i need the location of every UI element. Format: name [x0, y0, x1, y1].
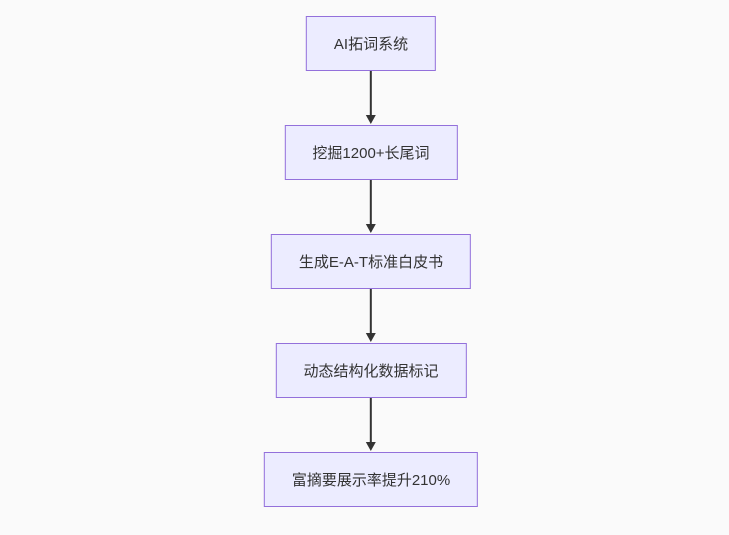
arrow-line [370, 398, 372, 443]
flow-node-label: 动态结构化数据标记 [303, 363, 439, 380]
flow-node-label: 生成E-A-T标准白皮书 [298, 254, 444, 271]
arrow-line [370, 289, 372, 334]
arrow-head-icon [366, 115, 376, 124]
arrow-head-icon [366, 333, 376, 342]
flow-arrow-down-4 [366, 398, 376, 452]
arrow-head-icon [366, 224, 376, 233]
flow-node-label: 挖掘1200+长尾词 [312, 145, 430, 162]
flow-arrow-down-3 [366, 289, 376, 343]
flow-node-label: 富摘要展示率提升210% [291, 472, 451, 489]
flowchart: AI拓词系统 挖掘1200+长尾词 生成E-A-T标准白皮书 动态结构化数据标记 [263, 16, 479, 507]
flow-arrow-down-1 [366, 71, 376, 125]
arrow-line [370, 71, 372, 116]
flow-node-label: AI拓词系统 [333, 36, 409, 53]
flow-node-ai-word-system: AI拓词系统 [305, 16, 437, 71]
arrow-head-icon [366, 442, 376, 451]
flow-node-rich-snippet-result: 富摘要展示率提升210% [263, 452, 479, 507]
flow-node-eat-whitepaper: 生成E-A-T标准白皮书 [270, 234, 472, 289]
arrow-line [370, 180, 372, 225]
flow-arrow-down-2 [366, 180, 376, 234]
flow-node-longtail-mining: 挖掘1200+长尾词 [284, 125, 458, 180]
flow-node-structured-data: 动态结构化数据标记 [275, 343, 467, 398]
